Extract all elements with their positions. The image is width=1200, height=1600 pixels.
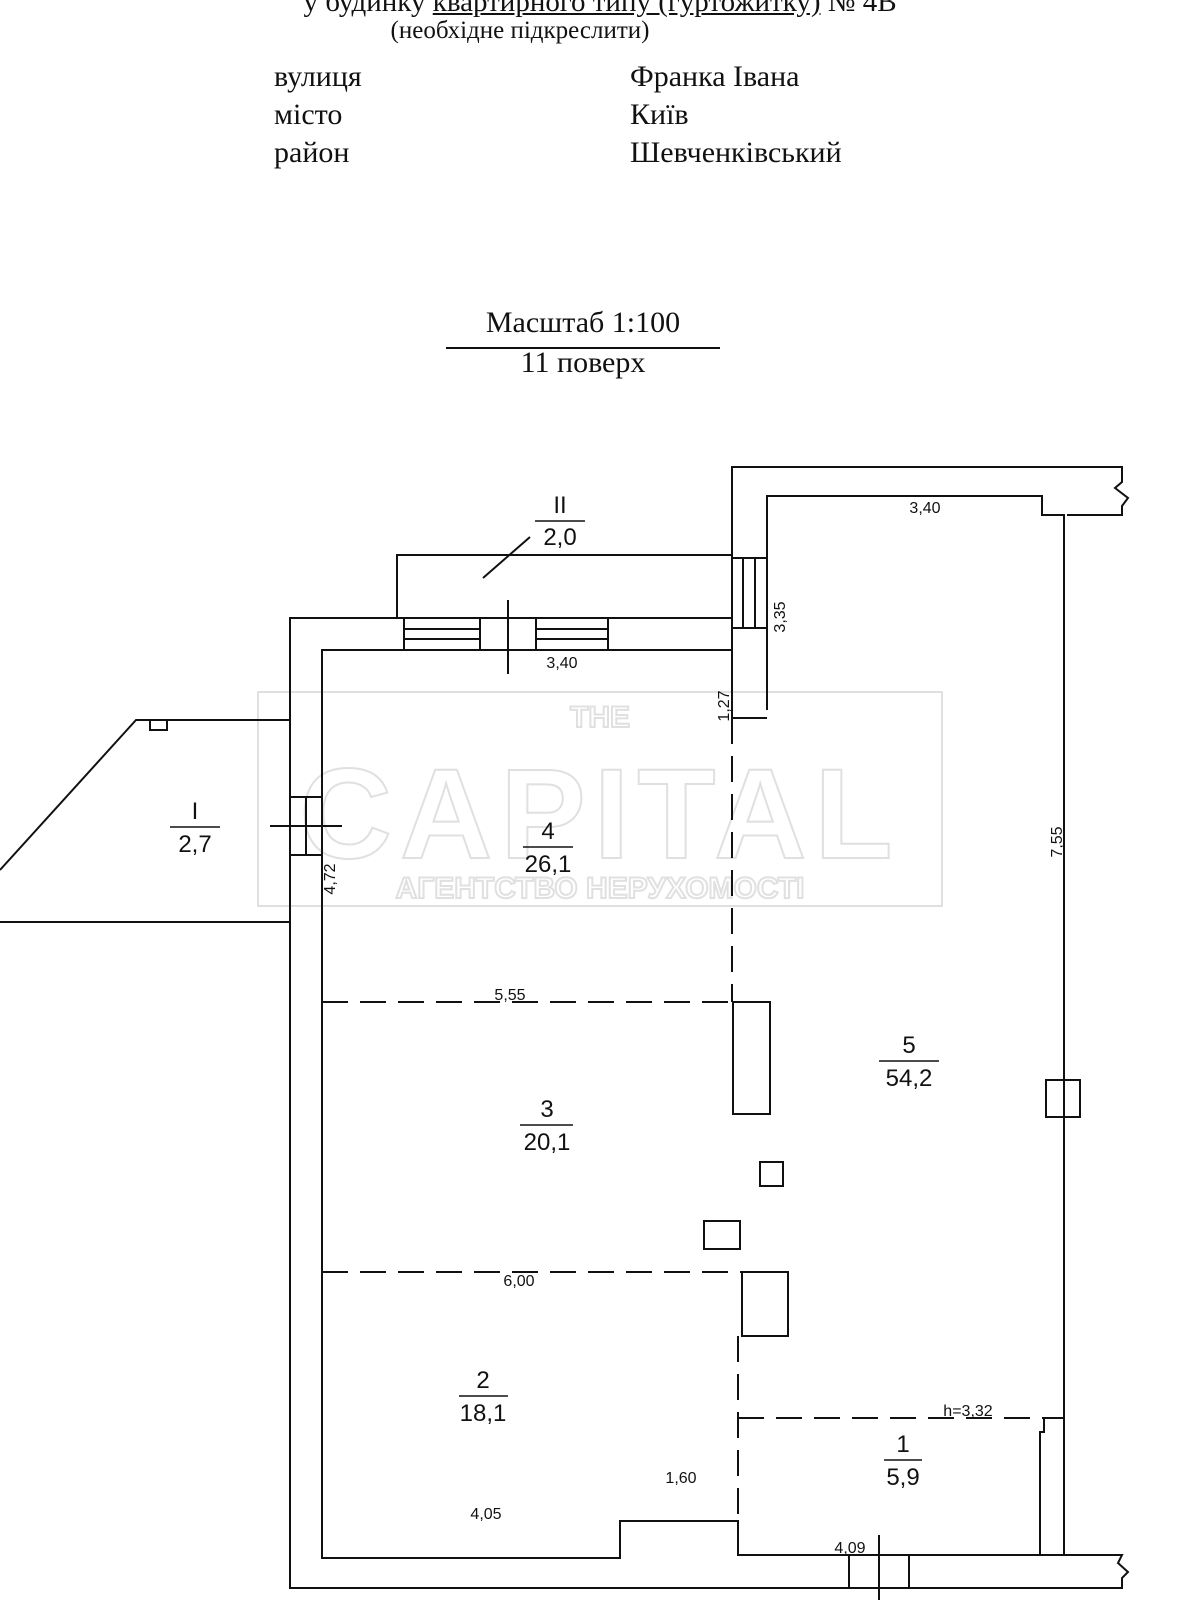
room-3-area: 20,1 (524, 1129, 571, 1156)
watermark-frame (257, 691, 943, 907)
shaft-1 (759, 1161, 784, 1187)
shaft-2 (703, 1220, 741, 1250)
dim-bottom-right: 4,09 (834, 1540, 865, 1557)
dim-bottom-left: 4,05 (470, 1506, 501, 1523)
district-value: Шевченківський (630, 136, 842, 169)
title-suffix: № 4В (820, 0, 897, 18)
scale-rule (446, 347, 720, 349)
balcony-i-outline (0, 719, 290, 871)
inner-wall-room4 (321, 649, 739, 1559)
street-value: Франка Івана (630, 60, 800, 93)
room-3-number: 3 (540, 1096, 553, 1123)
dim-left-height: 4,72 (322, 863, 339, 894)
city-value: Київ (630, 98, 689, 131)
city-label: місто (274, 98, 343, 131)
dim-stair-height: 3,35 (772, 601, 789, 632)
stair (731, 557, 768, 629)
title-note: (необхідне підкреслити) (390, 17, 650, 44)
room1-wall (1039, 1417, 1064, 1555)
room-1-area: 5,9 (886, 1464, 919, 1491)
scale-label: Масштаб 1:100 (485, 306, 681, 339)
room-4-area: 26,1 (525, 851, 572, 878)
shaft-3 (1045, 1079, 1081, 1118)
watermark: THE CAPITAL АГЕНТСТВО НЕРУХОМОСТІ (257, 691, 943, 907)
dim-room2-width: 6,00 (503, 1273, 534, 1290)
room-5-area: 54,2 (886, 1065, 933, 1092)
dim-notch: 1,27 (716, 690, 733, 721)
room-2-area: 18,1 (460, 1400, 507, 1427)
column-1 (732, 1001, 771, 1115)
title-prefix: у будинку (303, 0, 433, 18)
document-title: у будинку квартирного типу (гуртожитку) … (0, 0, 1200, 19)
balcony-ii-outline (396, 554, 733, 618)
balcony-opening (403, 617, 733, 651)
balcony-i-number: I (192, 798, 199, 825)
dim-room4-width: 5,55 (494, 987, 525, 1004)
watermark-small: THE (570, 701, 630, 734)
floor-label: 11 поверх (520, 346, 646, 379)
watermark-brand: CAPITAL (299, 743, 900, 886)
room-1-number: 1 (896, 1431, 909, 1458)
dim-balcony-opening: 3,40 (546, 655, 577, 672)
dim-ceiling-height: h=3,32 (943, 1403, 992, 1420)
balcony-i-area: 2,7 (178, 831, 211, 858)
room-5-number: 5 (902, 1032, 915, 1059)
dim-right-height: 7,55 (1049, 826, 1066, 857)
inner-wall-top (766, 495, 1065, 1555)
outer-wall-left (731, 466, 1130, 570)
watermark-agency: АГЕНТСТВО НЕРУХОМОСТІ (396, 872, 805, 905)
column-2 (741, 1271, 789, 1337)
room-2-number: 2 (476, 1367, 489, 1394)
room-4-number: 4 (541, 818, 554, 845)
bottom-wall-right (737, 1542, 1064, 1556)
outer-wall-main (289, 617, 1130, 1589)
district-label: район (274, 136, 350, 169)
title-underlined: квартирного типу (гуртожитку) (432, 0, 821, 18)
dim-top-right-width: 3,40 (909, 500, 940, 517)
balcony-ii-number: II (553, 492, 566, 519)
balcony-ii-area: 2,0 (543, 524, 576, 551)
notch-wall (731, 650, 767, 719)
street-label: вулиця (274, 60, 362, 93)
dim-step: 1,60 (665, 1470, 696, 1487)
window-right (607, 617, 733, 651)
balcony-ii-leader (482, 536, 531, 579)
